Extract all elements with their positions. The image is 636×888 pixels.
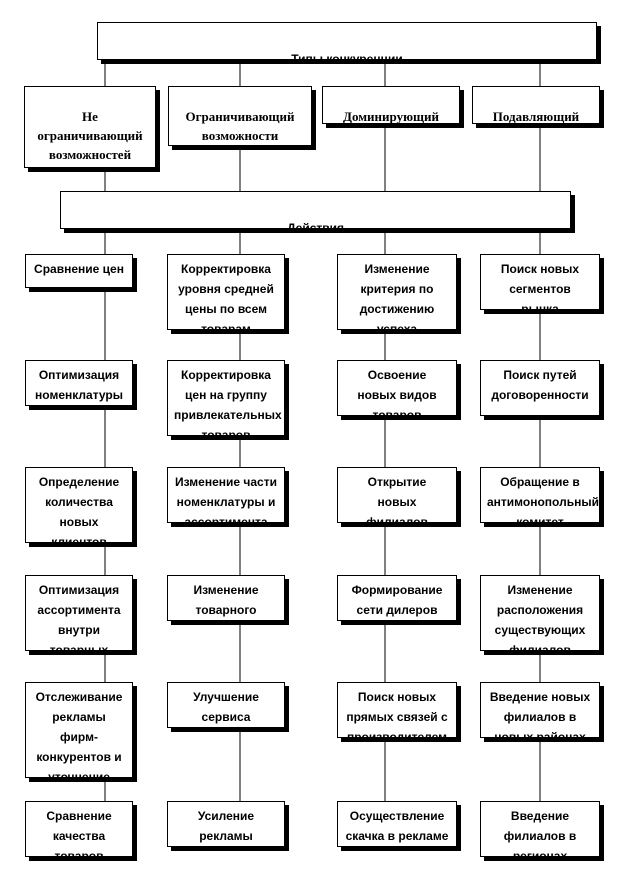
- action-label: Введение филиалов в регионах: [503, 809, 577, 857]
- action-label: Изменение товарного запаса: [193, 583, 259, 617]
- type-label: Не ограничивающий возможностей фирмы: [37, 109, 143, 167]
- type-label: Подавляющий: [492, 109, 580, 124]
- diagram-title: Типы конкуренции: [291, 52, 403, 60]
- action-box: Поиск путей договоренности: [480, 360, 600, 416]
- actions-header: Действия: [286, 221, 345, 229]
- action-box: Поиск новых прямых связей с производител…: [337, 682, 457, 738]
- type-label: Ограничивающий возможности фирмы: [185, 109, 295, 143]
- action-label: Корректировка уровня средней цены по все…: [178, 262, 274, 330]
- action-label: Осуществление скачка в рекламе: [345, 809, 449, 843]
- action-box: Изменение части номенклатуры и ассортиме…: [167, 467, 285, 523]
- action-box: Изменение расположения существующих фили…: [480, 575, 600, 651]
- action-label: Обращение в антимонопольный комитет: [487, 475, 599, 523]
- type-box-4: Подавляющий: [472, 86, 600, 124]
- type-label: Доминирующий: [343, 109, 439, 124]
- action-label: Корректировка цен на группу привлекатель…: [174, 368, 282, 436]
- action-label: Оптимизация ассортимента внутри товарных…: [37, 583, 121, 651]
- action-label: Оптимизация номенклатуры: [35, 368, 123, 402]
- action-label: Изменение расположения существующих фили…: [494, 583, 586, 651]
- action-box: Открытие новых филиалов: [337, 467, 457, 523]
- action-box: Изменение товарного запаса: [167, 575, 285, 621]
- action-box: Корректировка цен на группу привлекатель…: [167, 360, 285, 436]
- action-box: Сравнение цен: [25, 254, 133, 288]
- action-label: Определение количества новых клиентов: [38, 475, 120, 543]
- action-box: Оптимизация номенклатуры: [25, 360, 133, 406]
- action-label: Улучшение сервиса: [193, 690, 259, 724]
- action-box: Оптимизация ассортимента внутри товарных…: [25, 575, 133, 651]
- type-box-1: Не ограничивающий возможностей фирмы: [24, 86, 156, 168]
- action-label: Отслеживание рекламы фирм- конкурентов и…: [35, 690, 123, 778]
- action-box: Освоение новых видов товаров: [337, 360, 457, 416]
- action-box: Изменение критерия по достижению успеха: [337, 254, 457, 330]
- action-label: Введение новых филиалов в новых районах: [489, 690, 591, 738]
- action-label: Поиск новых сегментов рынка: [500, 262, 580, 310]
- action-label: Изменение части номенклатуры и ассортиме…: [175, 475, 277, 523]
- action-box: Отслеживание рекламы фирм- конкурентов и…: [25, 682, 133, 778]
- type-box-2: Ограничивающий возможности фирмы: [168, 86, 312, 146]
- action-label: Поиск путей договоренности: [491, 368, 589, 402]
- action-box: Введение филиалов в регионах: [480, 801, 600, 857]
- action-label: Усиление рекламы: [197, 809, 255, 843]
- action-label: Открытие новых филиалов: [366, 475, 428, 523]
- action-label: Сравнение цен: [34, 262, 124, 276]
- action-box: Формирование сети дилеров: [337, 575, 457, 621]
- action-box: Улучшение сервиса: [167, 682, 285, 728]
- action-label: Сравнение качества товаров и услуг: [46, 809, 112, 857]
- action-box: Осуществление скачка в рекламе: [337, 801, 457, 847]
- action-box: Введение новых филиалов в новых районах: [480, 682, 600, 738]
- action-label: Изменение критерия по достижению успеха: [359, 262, 435, 330]
- action-box: Обращение в антимонопольный комитет: [480, 467, 600, 523]
- action-label: Поиск новых прямых связей с производител…: [346, 690, 448, 738]
- action-box: Определение количества новых клиентов: [25, 467, 133, 543]
- action-box: Поиск новых сегментов рынка: [480, 254, 600, 310]
- action-box: Усиление рекламы: [167, 801, 285, 847]
- title-box: Типы конкуренции: [97, 22, 597, 60]
- action-box: Сравнение качества товаров и услуг: [25, 801, 133, 857]
- action-box: Корректировка уровня средней цены по все…: [167, 254, 285, 330]
- action-label: Освоение новых видов товаров: [357, 368, 437, 416]
- type-box-3: Доминирующий: [322, 86, 460, 124]
- action-label: Формирование сети дилеров: [351, 583, 443, 617]
- actions-box: Действия: [60, 191, 571, 229]
